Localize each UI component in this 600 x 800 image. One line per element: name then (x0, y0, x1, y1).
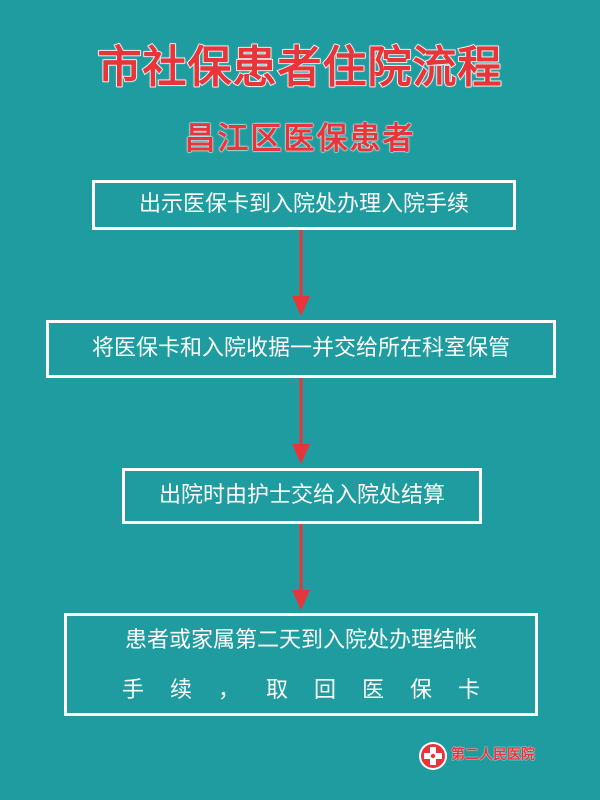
page-title: 市社保患者住院流程 (97, 41, 503, 94)
hospital-name: 第二人民医院 (451, 747, 535, 763)
step-text-4-line-1: 患者或家属第二天到入院处办理结帐 (124, 628, 477, 653)
step-text-4-line-2: 手续，取回医保卡 (121, 678, 506, 703)
step-box-3: 出院时由护士交给入院处结算 (122, 468, 482, 524)
arrow-3 (292, 524, 310, 610)
step-text-1: 出示医保卡到入院处办理入院手续 (138, 192, 469, 217)
step-text-3: 出院时由护士交给入院处结算 (158, 483, 445, 508)
step-text-2: 将医保卡和入院收据一并交给所在科室保管 (91, 336, 510, 361)
step-box-1: 出示医保卡到入院处办理入院手续 (92, 180, 516, 230)
step-box-4: 患者或家属第二天到入院处办理结帐 手续，取回医保卡 (64, 613, 538, 716)
step-box-2: 将医保卡和入院收据一并交给所在科室保管 (46, 320, 556, 378)
page-subtitle: 昌江区医保患者 (184, 121, 416, 157)
hospital-cross-icon (419, 742, 447, 770)
arrow-2 (292, 378, 310, 464)
arrow-1 (292, 230, 310, 316)
